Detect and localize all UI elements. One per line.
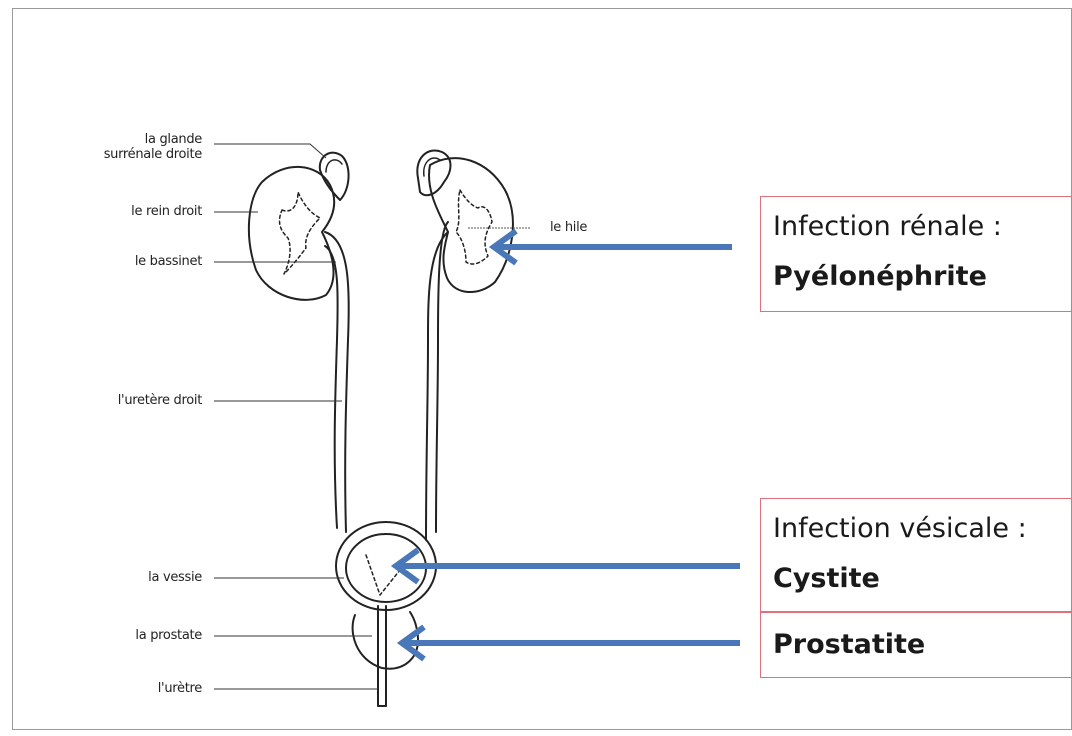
label-ureter: l'uretère droit (118, 393, 202, 408)
right-kidney (249, 167, 334, 300)
callout-bladder-title: Infection vésicale : (773, 513, 1027, 544)
callout-kidney-name: Pyélonéphrite (773, 261, 987, 292)
left-renal-pelvis (456, 190, 492, 264)
leader-adrenal (214, 144, 326, 158)
left-adrenal-gland (417, 150, 450, 195)
left-kidney (429, 158, 513, 292)
callout-bladder-name: Cystite (773, 563, 880, 594)
label-kidney: le rein droit (131, 204, 202, 219)
label-prostate: la prostate (135, 628, 202, 643)
urethra (378, 606, 386, 706)
callout-prostate-infection: Prostatite (760, 612, 1072, 678)
label-bladder: la vessie (148, 570, 202, 585)
label-renal-pelvis: le bassinet (135, 254, 202, 269)
label-adrenal-line1: la glande (104, 132, 202, 147)
label-urethra: l'urètre (158, 681, 202, 696)
callout-bladder-infection: Infection vésicale : Cystite (760, 498, 1072, 612)
arrow-kidney-infection (494, 231, 732, 263)
arrow-bladder-infection (396, 550, 740, 582)
label-adrenal-line2: surrénale droite (104, 147, 202, 162)
label-hilum: le hile (550, 220, 587, 235)
arrow-prostate-infection (402, 627, 740, 659)
callout-kidney-infection: Infection rénale : Pyélonéphrite (760, 196, 1072, 312)
callout-kidney-title: Infection rénale : (773, 211, 1002, 242)
callout-prostate-name: Prostatite (773, 629, 925, 660)
label-adrenal-gland: la glande surrénale droite (104, 132, 202, 162)
